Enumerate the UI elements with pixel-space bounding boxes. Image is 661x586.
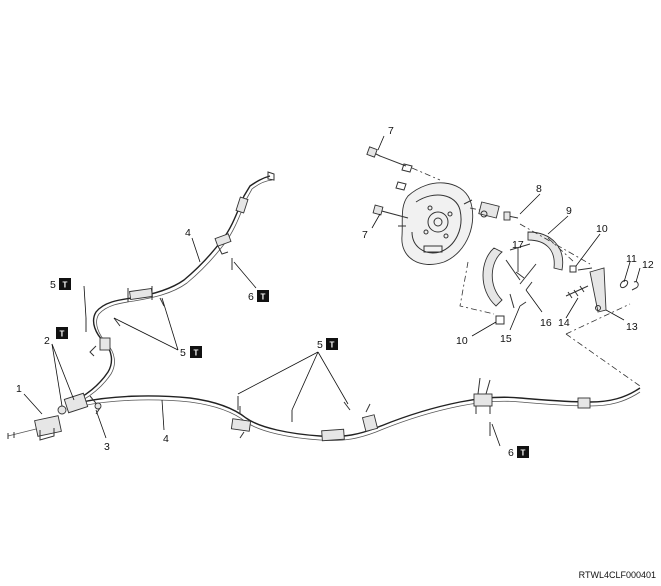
callout-10-upper: 10	[596, 223, 608, 235]
callout-1: 1	[16, 383, 22, 395]
torque-icon: T	[59, 278, 71, 290]
callout-6-lower: 6	[508, 447, 514, 459]
mounting-bolts	[85, 258, 491, 436]
callout-8: 8	[536, 183, 542, 195]
rear-parking-brake-cable	[81, 377, 641, 442]
brake-shoes	[482, 231, 564, 325]
torque-icon: T	[326, 338, 338, 350]
assembly-dash-lines	[459, 223, 641, 387]
brake-backing-plate	[398, 182, 474, 265]
callout-17: 17	[512, 239, 524, 251]
svg-text:T: T	[194, 349, 199, 358]
svg-text:T: T	[63, 281, 68, 290]
parking-brake-lever-assembly	[7, 392, 102, 441]
callout-5-middle: 5	[180, 347, 186, 359]
drawing-code: RTWL4CLF000401	[579, 570, 656, 580]
svg-text:T: T	[60, 330, 65, 339]
svg-text:T: T	[521, 449, 526, 458]
torque-icon: T	[56, 327, 68, 339]
leader-lines	[23, 135, 641, 447]
callout-4-rear: 4	[163, 433, 169, 445]
callout-2: 2	[44, 335, 50, 347]
callout-9: 9	[566, 205, 572, 217]
torque-icon: T	[517, 446, 529, 458]
torque-icon: T	[257, 290, 269, 302]
callout-15: 15	[500, 333, 512, 345]
callout-13: 13	[626, 321, 638, 333]
callout-10-lower: 10	[456, 335, 468, 347]
callout-3: 3	[104, 441, 110, 453]
wheel-cylinder	[469, 201, 519, 221]
torque-symbols: T T T T T T	[56, 278, 529, 458]
backing-plate-bolts	[366, 146, 441, 219]
callout-14: 14	[558, 317, 570, 329]
svg-text:T: T	[330, 341, 335, 350]
callout-4-front: 4	[185, 227, 191, 239]
callout-6-upper: 6	[248, 291, 254, 303]
shoe-adjuster-and-lever	[565, 265, 639, 313]
torque-icon: T	[190, 346, 202, 358]
callout-7-lower: 7	[362, 229, 368, 241]
callout-12: 12	[642, 259, 654, 271]
callout-7-upper: 7	[388, 125, 394, 137]
svg-text:T: T	[261, 293, 266, 302]
callout-16: 16	[540, 317, 552, 329]
callout-labels: 1 2 3 4 4 5 5 5 6 6 7 7 8 9 10 10 11 12 …	[16, 125, 654, 459]
callout-5-rear: 5	[317, 339, 323, 351]
front-parking-brake-cable	[79, 171, 275, 401]
callout-11: 11	[626, 253, 637, 265]
callout-5-left: 5	[50, 279, 56, 291]
